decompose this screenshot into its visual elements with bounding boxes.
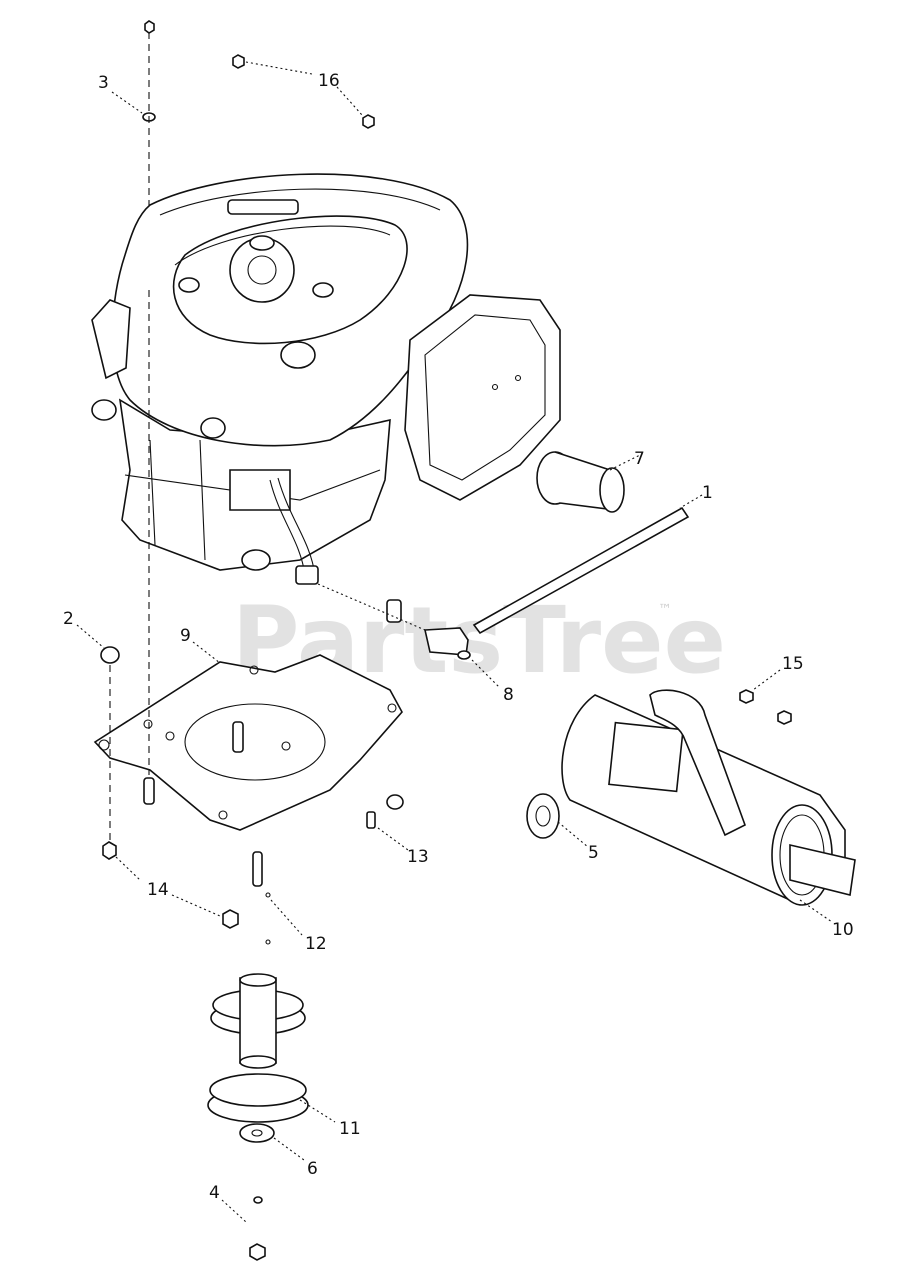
part-11-pulley[interactable] xyxy=(207,973,309,1123)
part-7-exhaust-adapter[interactable] xyxy=(536,451,625,513)
part-13-hardware[interactable] xyxy=(366,794,404,829)
callout-1: 1 xyxy=(702,483,713,503)
part-1-rod[interactable] xyxy=(472,506,690,635)
part-2-bolt[interactable] xyxy=(100,646,120,845)
svg-text:™: ™ xyxy=(658,602,672,618)
part-9-mount-plate[interactable] xyxy=(93,290,403,831)
callout-13: 13 xyxy=(407,847,429,867)
callout-2: 2 xyxy=(63,609,74,629)
callout-8: 8 xyxy=(503,685,514,705)
part-14-nuts[interactable] xyxy=(102,841,239,929)
part-6-washer[interactable] xyxy=(239,1123,275,1143)
callout-9: 9 xyxy=(180,626,191,646)
part-16-nuts[interactable] xyxy=(232,54,375,129)
callout-16: 16 xyxy=(318,71,340,91)
callout-15: 15 xyxy=(782,654,804,674)
callout-12: 12 xyxy=(305,934,327,954)
callout-11: 11 xyxy=(339,1119,361,1139)
engine-assembly[interactable] xyxy=(91,173,561,585)
part-10-muffler[interactable] xyxy=(561,689,856,906)
callout-7: 7 xyxy=(634,449,645,469)
callout-6: 6 xyxy=(307,1159,318,1179)
part-3-bolt[interactable] xyxy=(142,20,156,290)
callout-5: 5 xyxy=(588,843,599,863)
callout-4: 4 xyxy=(209,1183,220,1203)
part-5-gasket[interactable] xyxy=(526,793,560,839)
part-8-fitting[interactable] xyxy=(317,583,471,660)
leader-lines xyxy=(76,61,833,1223)
callout-10: 10 xyxy=(832,920,854,940)
part-15-screws[interactable] xyxy=(739,689,792,725)
part-4-bolt[interactable] xyxy=(249,1196,266,1261)
part-12-key[interactable] xyxy=(252,851,271,945)
callout-3: 3 xyxy=(98,73,109,93)
callout-labels: 3 16 7 1 2 9 8 15 5 13 14 12 10 11 6 4 xyxy=(63,71,854,1203)
callout-14: 14 xyxy=(147,880,169,900)
